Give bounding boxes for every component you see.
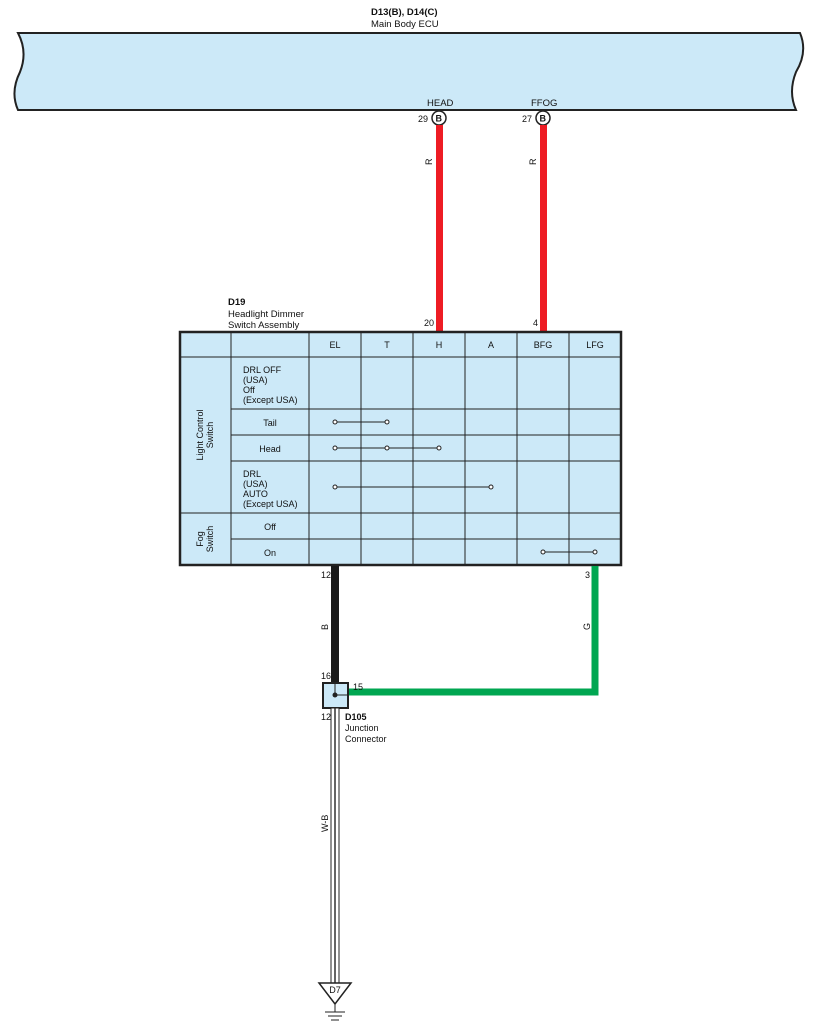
section-fog-line2: Switch <box>205 526 215 553</box>
continuity-tail <box>332 419 390 425</box>
junction-name-line2: Connector <box>345 734 387 744</box>
ecu-pin-27: 27 <box>522 114 532 124</box>
col-header-h: H <box>436 340 443 350</box>
ground-triangle-d7 <box>317 982 353 1006</box>
ecu-signal-ffog: FFOG <box>531 98 557 109</box>
junction-pin-top: 16 <box>321 671 331 681</box>
switch-name-line1: Headlight Dimmer <box>228 309 304 320</box>
switch-pin-el: 12 <box>321 570 331 580</box>
row-drl-auto-3: AUTO <box>243 489 268 499</box>
junction-node <box>332 692 338 698</box>
switch-pin-bfg: 4 <box>533 318 538 328</box>
continuity-head <box>332 445 442 451</box>
row-drl-auto-1: DRL <box>243 469 261 479</box>
row-fog-on: On <box>264 548 276 558</box>
section-light-line2: Switch <box>205 422 215 449</box>
row-tail: Tail <box>263 418 277 428</box>
row-drl-auto-2: (USA) <box>243 479 268 489</box>
row-drl-off-1: DRL OFF <box>243 365 282 375</box>
col-header-el: EL <box>329 340 340 350</box>
wire-label-head: R <box>424 158 434 165</box>
row-head: Head <box>259 444 281 454</box>
junction-name-line1: Junction <box>345 723 379 733</box>
wire-green-lfg <box>348 566 599 696</box>
wire-black-el <box>331 566 339 684</box>
wire-red-ffog <box>540 125 547 332</box>
ecu-conn-letter-ffog: B <box>540 114 547 124</box>
switch-pin-lfg: 3 <box>585 570 590 580</box>
wire-label-ground: W-B <box>320 815 330 832</box>
row-fog-off: Off <box>264 522 276 532</box>
row-drl-off-3: Off <box>243 385 255 395</box>
col-header-bfg: BFG <box>534 340 553 350</box>
row-drl-off-2: (USA) <box>243 375 268 385</box>
wire-red-head <box>436 125 443 332</box>
junction-code: D105 <box>345 712 367 722</box>
wire-label-el: B <box>320 624 330 630</box>
row-drl-off-4: (Except USA) <box>243 395 298 405</box>
section-fog-line1: Fog <box>195 531 205 547</box>
switch-name-line2: Switch Assembly <box>228 320 300 331</box>
continuity-fog-on <box>540 549 598 555</box>
ecu-signal-head: HEAD <box>427 98 454 109</box>
row-drl-auto-4: (Except USA) <box>243 499 298 509</box>
col-header-t: T <box>384 340 390 350</box>
switch-table <box>178 330 623 567</box>
main-body-ecu <box>13 32 805 111</box>
wire-label-ffog: R <box>528 158 538 165</box>
ecu-name: Main Body ECU <box>371 19 439 30</box>
wire-wb-ground <box>330 707 340 984</box>
switch-pin-h: 20 <box>424 318 434 328</box>
wire-label-lfg: G <box>582 623 592 630</box>
switch-code: D19 <box>228 297 245 308</box>
col-header-a: A <box>488 340 494 350</box>
section-light-line1: Light Control <box>195 409 205 460</box>
ecu-code: D13(B), D14(C) <box>371 7 438 18</box>
ecu-pin-29: 29 <box>418 114 428 124</box>
junction-pin-bottom: 12 <box>321 712 331 722</box>
ecu-conn-letter-head: B <box>436 114 443 124</box>
junction-pin-right: 15 <box>353 682 363 692</box>
ground-code: D7 <box>329 985 341 995</box>
continuity-drl-auto <box>332 484 494 490</box>
col-header-lfg: LFG <box>586 340 604 350</box>
